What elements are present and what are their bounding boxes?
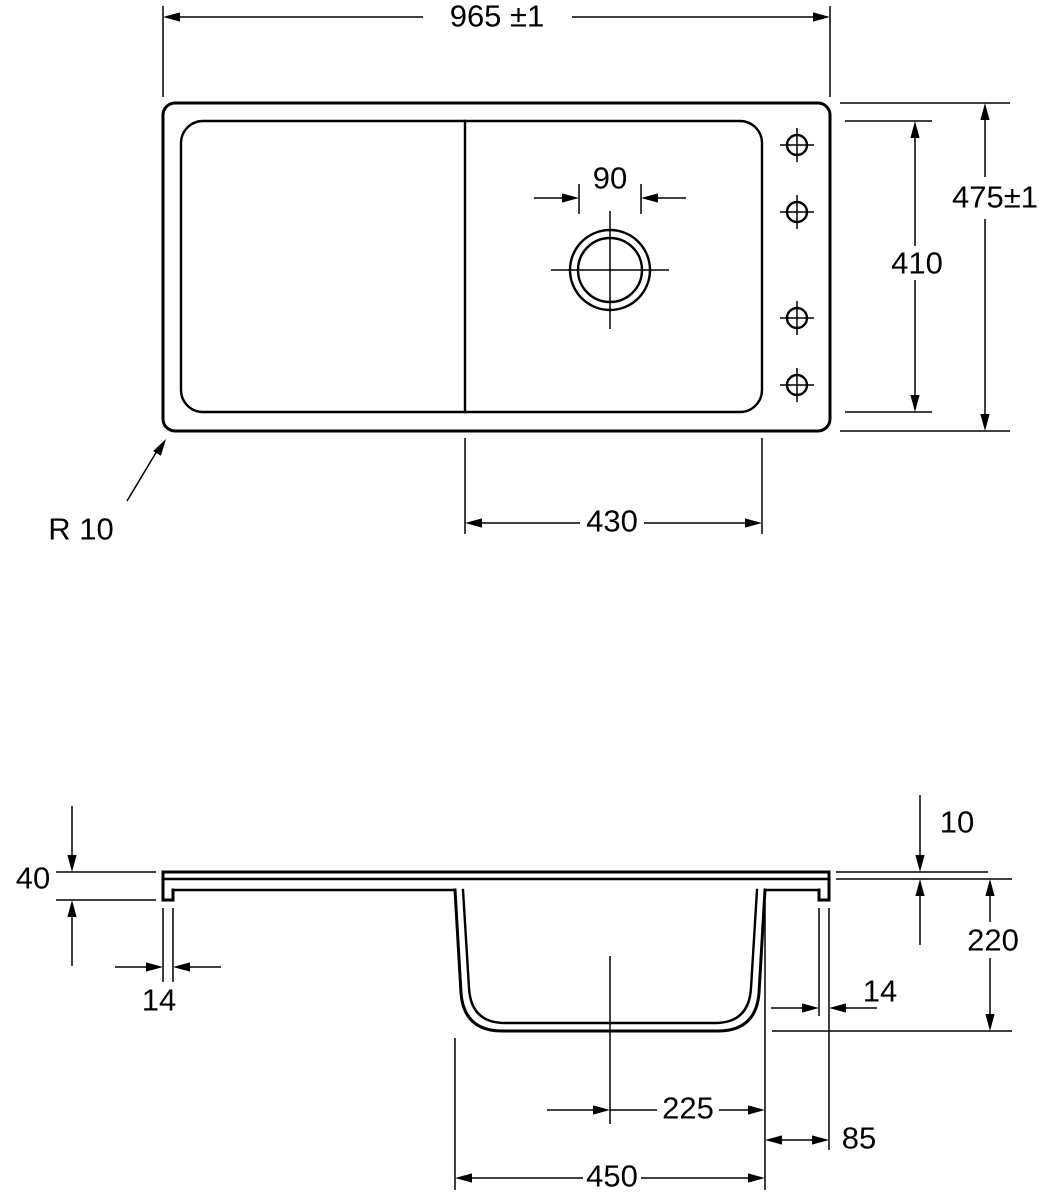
arrow-left-icon bbox=[465, 518, 482, 528]
dim-inner-depth: 410 bbox=[845, 120, 943, 413]
top-view: 965 ±1 90 475±1 410 bbox=[48, 0, 1038, 547]
sink-inner-basin-edge bbox=[179, 119, 764, 414]
arrow-left-icon bbox=[829, 1003, 846, 1013]
dim-bowl-depth: 220 bbox=[772, 879, 1019, 1032]
arrow-left-icon bbox=[765, 1135, 782, 1145]
arrow-up-icon bbox=[67, 900, 77, 917]
arrow-up-right-icon bbox=[153, 439, 166, 456]
dim-lip-right-label: 14 bbox=[863, 974, 897, 1009]
dim-drain-diameter: 90 bbox=[534, 161, 686, 214]
dim-rim-thickness: 10 bbox=[836, 795, 1012, 945]
arrow-down-icon bbox=[915, 855, 925, 872]
dim-lip-left: 14 bbox=[115, 908, 221, 1018]
dim-bowl-section-width: 430 bbox=[464, 438, 763, 539]
corner-radius-callout: R 10 bbox=[48, 439, 166, 547]
dim-lip-right: 14 bbox=[771, 908, 897, 1150]
sink-outline bbox=[161, 101, 832, 433]
arrow-right-icon bbox=[813, 12, 830, 22]
tap-hole-marker bbox=[780, 128, 814, 162]
arrow-right-icon bbox=[146, 962, 163, 972]
dim-overall-depth: 475±1 bbox=[840, 102, 1038, 432]
tap-hole-marker bbox=[780, 195, 814, 229]
leader-line bbox=[126, 445, 161, 502]
dim-bowl-width: 450 bbox=[454, 902, 766, 1194]
dim-overall-width-label: 965 ±1 bbox=[450, 0, 545, 34]
arrow-right-icon bbox=[812, 1135, 829, 1145]
arrow-down-icon bbox=[910, 395, 920, 412]
tap-holes bbox=[780, 128, 814, 402]
arrow-right-icon bbox=[802, 1003, 819, 1013]
dim-lip-left-label: 14 bbox=[142, 983, 176, 1018]
arrow-left-icon bbox=[455, 1173, 472, 1183]
dim-front-edge-height-label: 40 bbox=[16, 861, 50, 896]
dim-bowl-section-width-label: 430 bbox=[586, 504, 638, 539]
drain-hole bbox=[551, 211, 669, 329]
dim-bowl-width-label: 450 bbox=[586, 1159, 638, 1194]
dim-rim-thickness-label: 10 bbox=[940, 805, 974, 840]
dim-overall-width: 965 ±1 bbox=[162, 0, 831, 97]
dim-center-to-bowl-edge-label: 225 bbox=[662, 1091, 714, 1126]
tap-hole-marker bbox=[780, 368, 814, 402]
arrow-down-icon bbox=[985, 1014, 995, 1031]
arrow-right-icon bbox=[748, 1173, 765, 1183]
arrow-right-icon bbox=[748, 1105, 765, 1115]
dim-front-edge-height: 40 bbox=[16, 806, 156, 966]
arrow-down-icon bbox=[980, 414, 990, 431]
arrow-down-icon bbox=[67, 855, 77, 872]
arrow-up-icon bbox=[985, 879, 995, 896]
tap-hole-marker bbox=[780, 301, 814, 335]
dim-center-to-bowl-edge: 225 bbox=[547, 1091, 765, 1126]
dim-drain-diameter-label: 90 bbox=[593, 161, 627, 196]
arrow-left-icon bbox=[173, 962, 190, 972]
dim-overall-depth-label: 475±1 bbox=[952, 180, 1038, 215]
sink-profile bbox=[161, 870, 831, 1124]
dim-bowl-depth-label: 220 bbox=[967, 923, 1019, 958]
sink-outer-edge bbox=[161, 101, 832, 433]
dim-inner-depth-label: 410 bbox=[891, 246, 943, 281]
dim-bowl-to-edge: 85 bbox=[765, 1121, 876, 1156]
arrow-right-icon bbox=[593, 1105, 610, 1115]
arrow-right-icon bbox=[745, 518, 762, 528]
dim-bowl-to-edge-label: 85 bbox=[842, 1121, 876, 1156]
arrow-up-icon bbox=[915, 879, 925, 896]
arrow-left-icon bbox=[163, 12, 180, 22]
arrow-left-icon bbox=[641, 193, 658, 203]
corner-radius-label: R 10 bbox=[48, 512, 113, 547]
arrow-up-icon bbox=[910, 121, 920, 138]
arrow-up-icon bbox=[980, 103, 990, 120]
arrow-right-icon bbox=[562, 193, 579, 203]
section-view: 40 10 220 14 bbox=[16, 795, 1019, 1194]
